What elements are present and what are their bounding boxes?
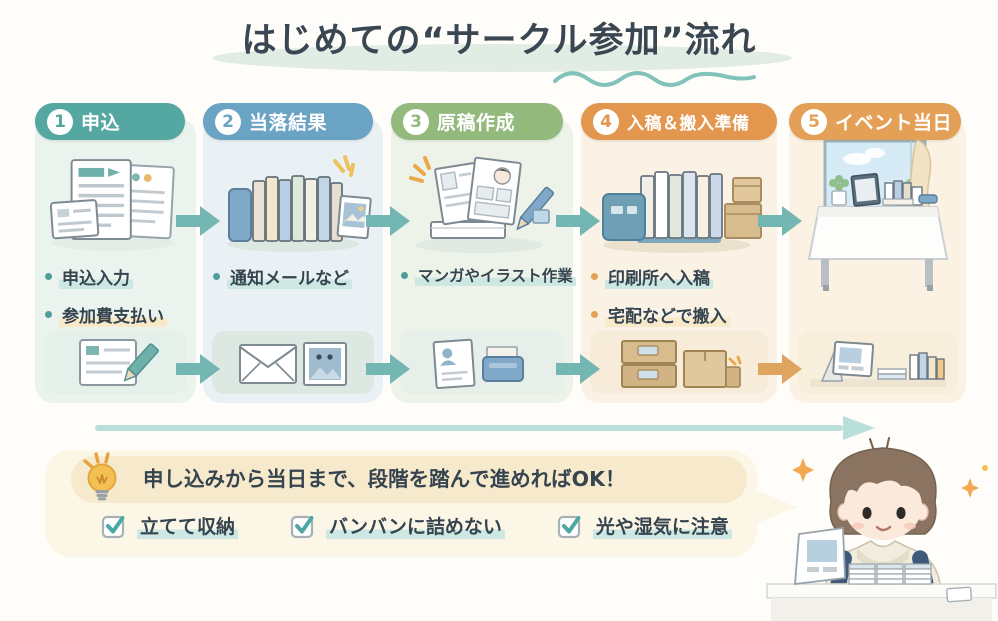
- arrow-right-icon: [556, 206, 600, 236]
- check-label: 光や湿気に注意: [592, 512, 732, 539]
- step3-number: 3: [403, 108, 429, 135]
- manuscript-illustration: [391, 146, 573, 258]
- step1-number: 1: [47, 108, 73, 135]
- bullet-dot-icon: [591, 273, 598, 280]
- bullet-dot-icon: [591, 311, 598, 318]
- bullet-dot-icon: [401, 271, 408, 279]
- arrow-right-icon: [556, 354, 600, 384]
- bullet-item: 参加費支払い: [45, 302, 194, 327]
- check-label: 立てて収納: [137, 512, 239, 539]
- mail-and-photo-illustration: [212, 331, 374, 394]
- step3-bullets: マンガやイラスト作業: [401, 264, 576, 299]
- check-item-light-humidity: 光や湿気に注意: [557, 512, 732, 539]
- bullet-text: 申込入力: [59, 264, 133, 289]
- arrow-right-icon: [366, 354, 410, 384]
- pages-and-tray-illustration: [400, 331, 564, 394]
- bullet-text: マンガやイラスト作業: [415, 264, 576, 286]
- check-item-storage: 立てて収納: [101, 512, 239, 539]
- application-forms-illustration: [35, 146, 196, 258]
- step2-number: 2: [215, 108, 241, 135]
- check-label: バンバンに詰めない: [326, 512, 505, 539]
- bullet-item: 申込入力: [45, 264, 194, 289]
- checkbox-checked-icon: [557, 515, 581, 538]
- step2-badge: 2 当落結果: [203, 103, 373, 140]
- title-area: はじめての“サークル参加”流れ: [0, 12, 998, 87]
- bullet-item: 宅配などで搬入: [591, 302, 775, 327]
- step1-label: 申込: [81, 112, 121, 134]
- books-illustration: [203, 146, 383, 258]
- bullet-text: 印刷所へ入稿: [605, 264, 713, 289]
- squiggle-underline: [553, 71, 756, 87]
- arrow-right-icon: [758, 206, 802, 236]
- title-highlight-swash: [212, 44, 792, 72]
- arrow-right-icon: [176, 354, 220, 384]
- lightbulb-icon: [83, 452, 117, 501]
- step3-card: マンガやイラスト作業: [391, 118, 576, 403]
- bullet-text: 参加費支払い: [59, 302, 167, 327]
- step1-bullets: 申込入力 参加費支払い: [45, 264, 194, 340]
- timeline-arrow-icon: [95, 416, 875, 440]
- tip-bubble: 申し込みから当日まで、段階を踏んで進めればOK！ 立てて収納 バンバンに詰めない…: [45, 450, 757, 557]
- step4-number: 4: [593, 108, 619, 135]
- step5-badge: 5 イベント当日: [789, 103, 961, 140]
- checkbox-checked-icon: [101, 515, 125, 538]
- step3-label: 原稿作成: [437, 112, 516, 134]
- bullet-text: 宅配などで搬入: [605, 302, 730, 327]
- step2-label: 当落結果: [249, 112, 328, 134]
- boy-character-illustration: [766, 437, 997, 621]
- step4-badge: 4 入稿＆搬入準備: [581, 103, 777, 140]
- tip-text: 申し込みから当日まで、段階を踏んで進めればOK！: [143, 467, 626, 491]
- step1-badge: 1 申込: [35, 103, 185, 140]
- bullet-dot-icon: [45, 273, 52, 280]
- file-box-illustration: [581, 146, 777, 258]
- writing-form-illustration: [44, 331, 187, 394]
- step2-card: 通知メールなど: [203, 118, 383, 403]
- checkbox-checked-icon: [290, 515, 314, 538]
- step5-label: イベント当日: [835, 112, 953, 134]
- step4-bullets: 印刷所へ入稿 宅配などで搬入: [591, 264, 775, 340]
- arrow-right-icon: [758, 354, 802, 384]
- step4-label: 入稿＆搬入準備: [627, 114, 750, 134]
- bullet-dot-icon: [213, 273, 220, 280]
- arrow-right-icon: [366, 206, 410, 236]
- step5-card: [789, 118, 966, 403]
- step4-card: 印刷所へ入稿 宅配などで搬入: [581, 118, 777, 403]
- arrow-right-icon: [176, 206, 220, 236]
- check-item-packing: バンバンに詰めない: [290, 512, 505, 539]
- step2-bullets: 通知メールなど: [213, 264, 381, 302]
- bullet-dot-icon: [45, 311, 52, 318]
- tip-bar: [71, 456, 747, 503]
- bullet-item: 印刷所へ入稿: [591, 264, 775, 289]
- speech-bubble-tail: [753, 489, 797, 525]
- step1-card: 申込入力 参加費支払い: [35, 118, 196, 403]
- display-stand-illustration: [798, 331, 957, 394]
- event-table-illustration: [789, 132, 966, 310]
- page-title: はじめての“サークル参加”流れ: [241, 21, 757, 61]
- bullet-text: 通知メールなど: [227, 264, 352, 289]
- bullet-item: マンガやイラスト作業: [401, 264, 576, 286]
- step5-number: 5: [801, 108, 827, 135]
- bullet-item: 通知メールなど: [213, 264, 381, 289]
- step3-badge: 3 原稿作成: [391, 103, 563, 140]
- checklist: 立てて収納 バンバンに詰めない 光や湿気に注意: [101, 512, 732, 539]
- cardboard-boxes-illustration: [590, 331, 768, 394]
